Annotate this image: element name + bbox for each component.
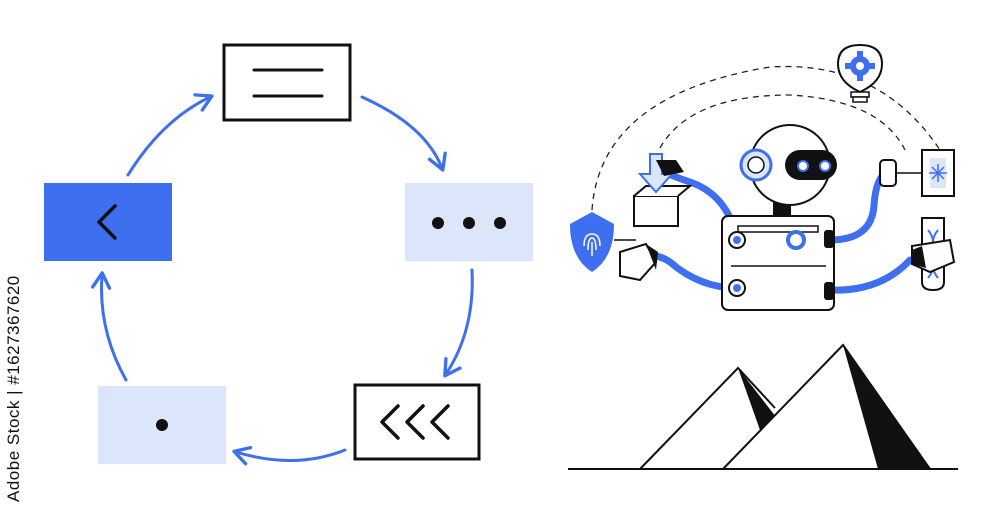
- dashed-connection-arcs: [591, 65, 941, 211]
- robot-hand-left-lower: [619, 242, 658, 282]
- arrow-dot-to-back: [91, 271, 128, 382]
- menu-card: [222, 43, 352, 122]
- download-box-icon: [633, 153, 693, 227]
- arrow-ellipsis-to-chevrons: [443, 268, 474, 378]
- dna-test-tube-icon: [911, 217, 956, 292]
- arrow-chevrons-to-dot: [232, 445, 347, 466]
- robot-icon: [721, 124, 837, 311]
- shield-fingerprint-icon: [570, 212, 636, 272]
- laser-device-icon: [879, 149, 955, 197]
- lightbulb-gear-icon: [836, 43, 884, 103]
- cycle-arrows: [91, 93, 474, 466]
- back-chevron-card: [44, 183, 172, 261]
- dot-icon: [156, 419, 168, 431]
- arrow-menu-to-ellipsis: [360, 95, 447, 172]
- chevron-left-icon: [97, 204, 117, 240]
- triple-chevron-card: [353, 383, 481, 461]
- ellipsis-card: [405, 183, 533, 261]
- robot-scene: [568, 43, 958, 470]
- three-dots-icon: [432, 217, 506, 229]
- cycle-diagram: [44, 43, 533, 466]
- hamburger-lines-icon: [252, 68, 324, 98]
- single-dot-card: [98, 386, 226, 464]
- triple-chevron-left-icon: [380, 404, 450, 440]
- arrow-back-to-menu: [126, 93, 214, 177]
- pyramids-icon: [568, 343, 958, 470]
